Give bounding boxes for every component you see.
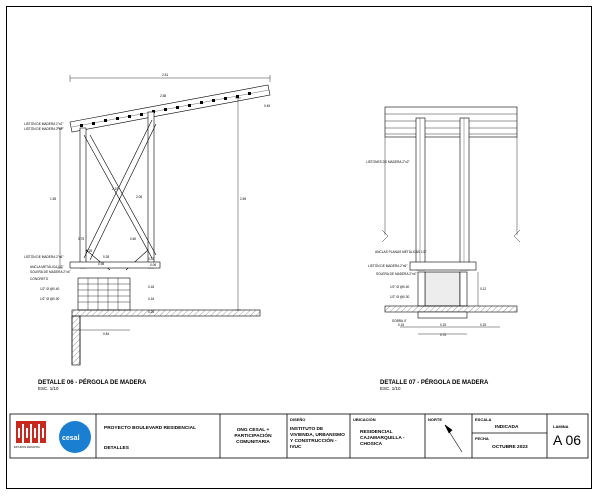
label-liston-2x3: LISTÓN DE MADERA 2"x3" (24, 126, 63, 131)
cesal-logo-text: cesal (62, 435, 80, 442)
dim-098: 0.98 (98, 262, 104, 266)
detail-07-title: DETALLE 07 - PÉRGOLA DE MADERA (380, 378, 489, 386)
d07-label-solera: SOLERA DE MADERA 2"x4" (376, 272, 417, 276)
dim-025b: 0.25 (148, 310, 154, 314)
d07-label-listones: LISTONES DE MADERA 2"x2" (366, 160, 410, 164)
dim-016: 0.16 (148, 297, 154, 301)
d07-dim-015b: 0.15 (440, 323, 446, 327)
dim-060: 0.60 (130, 237, 136, 241)
d07-dim-015a: 0.15 (398, 323, 404, 327)
dim-018: 0.18 (148, 285, 154, 289)
d07-dim-075: 0.75 (440, 333, 446, 337)
location-label: UBICACIÓN (353, 417, 376, 422)
detail-07-scale: ESC. 1/10 (380, 386, 401, 391)
date-label: FECHA (475, 436, 489, 441)
sheet-label: LAMINA (553, 424, 569, 429)
organization: ONG CESAL + PARTICIPACIÓN COMUNITARIA (234, 428, 272, 445)
red-logo-icon (16, 421, 46, 443)
detail-06-title: DETALLE 06 - PÉRGOLA DE MADERA (38, 378, 147, 386)
scale-value: INDICADA (495, 425, 519, 430)
scale-label: ESCALA (475, 417, 492, 422)
label-rebar-040: 1/2" Ø @0.40 (40, 287, 59, 291)
dim-height: 2.69 (240, 197, 246, 201)
label-liston-2x6: LISTÓN DE MADERA 2"x6" (24, 254, 63, 259)
design-label: DISEÑO (290, 417, 306, 422)
dim-right: 0.45 (264, 104, 270, 108)
detail-06-scale: ESC. 1/10 (38, 386, 59, 391)
dim-left: 1.55 (50, 197, 56, 201)
purlin-row (80, 92, 251, 127)
dim-035: 0.35 (148, 257, 154, 261)
location-value: RESIDENCIAL CAJAMARQUILLA - CHOSICA (360, 430, 405, 447)
dim-brace-a: 2.19 (112, 187, 118, 191)
project-title: PROYECTO BOULEVARD RESIDENCIAL (104, 426, 197, 431)
detail-07-drawing (381, 106, 521, 335)
dim-top: 2.51 (162, 73, 168, 77)
label-solera: SOLERA DE MADERA 2"x4" (30, 270, 71, 274)
label-concreto: CONCRETO (30, 277, 49, 281)
date-value: OCTUBRE 2023 (492, 445, 528, 450)
d07-label-liston-2x6: LISTÓN DE MADERA 2"x6" (368, 263, 407, 268)
label-ancla: ANCLA METÁLICA 1/2" (30, 265, 64, 269)
cesal-logo-icon (59, 421, 91, 453)
dim-084: 0.84 (103, 332, 109, 336)
sheet-subject: DETALLES (104, 446, 129, 451)
logo-caption: ESTUDIOS MIANCHOA (14, 446, 40, 449)
dim-075: 0.75 (78, 237, 84, 241)
north-arrow-icon (444, 424, 463, 453)
dim-rafter: 2.58 (160, 94, 166, 98)
d07-dim-015c: 0.15 (480, 323, 486, 327)
d07-dim-012: 0.12 (480, 287, 486, 291)
d07-label-rebar-040: 1/2" Ø @0.40 (390, 285, 409, 289)
label-liston-2x2: LISTÓN DE MADERA 2"x2" (24, 121, 63, 126)
detail-06-drawing (57, 75, 271, 366)
title-block-frame (9, 413, 589, 459)
d07-label-anclas: ANCLAS PLANAS METÁLICAS 1/2" (375, 250, 427, 254)
dim-028: 0.28 (103, 255, 109, 259)
dim-brace-b: 2.06 (136, 195, 142, 199)
drawing-sheet (6, 6, 592, 489)
dim-006: 0.06 (150, 263, 156, 267)
north-label: NORTE (428, 417, 442, 422)
design-value: INSTITUTO DE VIVIENDA, URBANISMO Y CONST… (290, 427, 345, 450)
label-rebar-030: 1/2" Ø @0.30 (40, 297, 59, 301)
d07-label-sobra: SOBRA 4" (392, 319, 407, 323)
dim-025: 0.25 (86, 249, 92, 253)
d07-label-rebar-030: 1/2" Ø @0.30 (390, 295, 409, 299)
sheet-number: A 06 (553, 432, 582, 448)
